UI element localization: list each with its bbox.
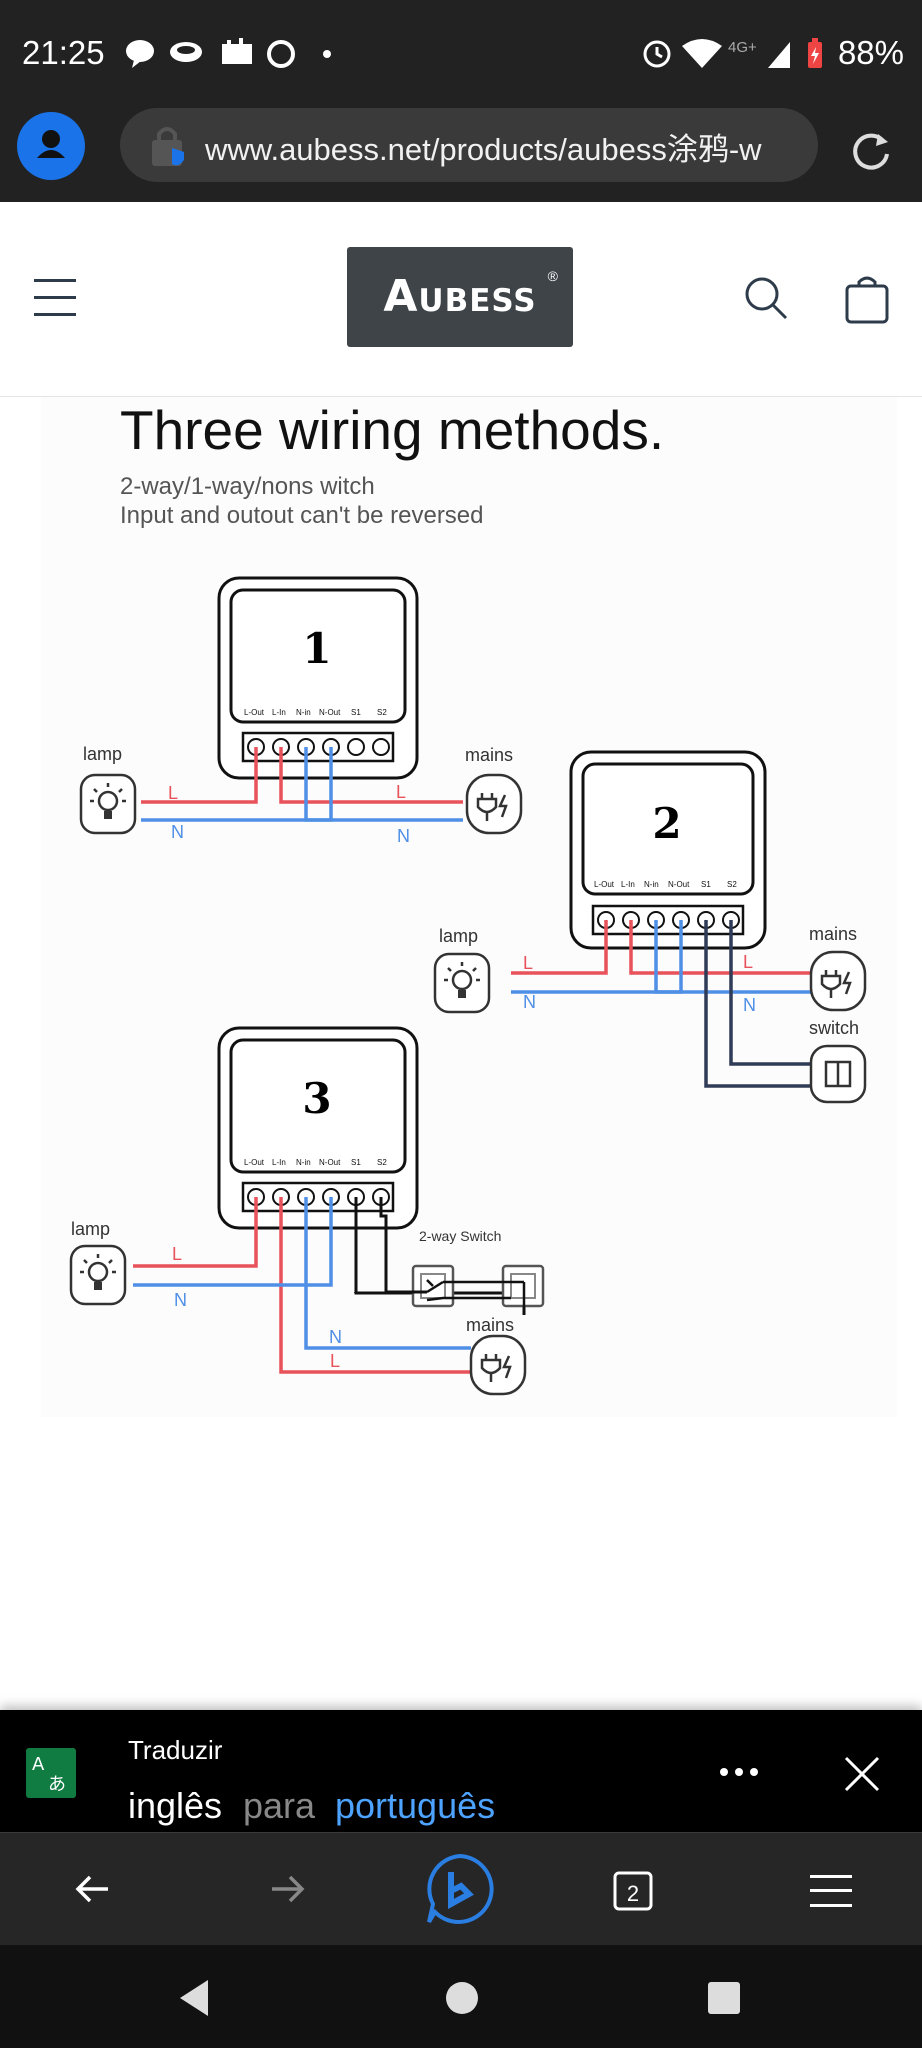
translate-title: Traduzir	[128, 1735, 223, 1765]
image-subtitle-2: Input and outout can't be reversed	[120, 502, 484, 529]
tab-count: 2	[627, 1881, 639, 1906]
nav-back-icon[interactable]	[176, 1978, 212, 2018]
switch-label: switch	[809, 1018, 859, 1038]
lamp-label: lamp	[439, 926, 478, 946]
terminal-label: N-in	[644, 880, 659, 889]
terminal-label: N-in	[296, 1158, 311, 1167]
two-way-switch-label: 2-way Switch	[419, 1228, 501, 1244]
terminal-label: L-Out	[244, 708, 265, 717]
mains-plug-icon	[465, 773, 523, 835]
terminal-label: S2	[727, 880, 737, 889]
tabs-icon[interactable]: 2	[612, 1870, 654, 1912]
lamp-icon	[433, 952, 491, 1014]
terminal-label: N-in	[296, 708, 311, 717]
target-language[interactable]: português	[335, 1785, 496, 1826]
wire-label: N	[743, 995, 756, 1015]
wire-label: L	[396, 782, 406, 802]
registered-mark-icon: ®	[547, 268, 558, 284]
terminal-label: L-In	[621, 880, 635, 889]
module-1: 1 L-Out L-In N-in N-Out S1 S2	[217, 576, 419, 780]
mains-label: mains	[809, 924, 857, 944]
terminal-label: N-Out	[319, 1158, 341, 1167]
more-options-icon[interactable]	[718, 1760, 760, 1784]
mains-label: mains	[466, 1315, 514, 1335]
module-3-number: 3	[302, 1074, 331, 1123]
wire-label: N	[329, 1327, 342, 1347]
wire-label: N	[171, 822, 184, 842]
lamp-icon	[79, 773, 137, 835]
image-title: Three wiring methods.	[120, 399, 665, 461]
terminal-label: S2	[377, 1158, 387, 1167]
close-icon[interactable]	[842, 1754, 882, 1794]
source-language[interactable]: inglês	[128, 1785, 223, 1826]
wire-label: L	[743, 952, 753, 972]
module-1-number: 1	[302, 624, 331, 673]
wire-label: N	[397, 826, 410, 846]
url-field[interactable]	[120, 108, 818, 182]
lamp-icon	[69, 1244, 127, 1306]
image-subtitle-1: 2-way/1-way/nons witch	[120, 473, 375, 500]
mains-plug-icon	[809, 950, 867, 1012]
url-text[interactable]: www.aubess.net/products/aubess涂鸦-w	[205, 132, 762, 167]
menu-icon[interactable]	[32, 275, 78, 319]
bing-chat-icon[interactable]	[423, 1852, 497, 1926]
terminal-label: S1	[351, 1158, 361, 1167]
module-3: 3 L-Out L-In N-in N-Out S1 S2	[217, 1026, 419, 1230]
wire-label: N	[523, 992, 536, 1012]
terminal-label: L-In	[272, 1158, 286, 1167]
battery-percent: 88%	[837, 34, 904, 71]
nav-home-icon[interactable]	[444, 1980, 480, 2016]
search-icon[interactable]	[742, 274, 790, 324]
terminal-label: S2	[377, 708, 387, 717]
svg-text:A: A	[32, 1754, 45, 1775]
shopping-bag-icon[interactable]	[842, 272, 892, 326]
forward-arrow-icon[interactable]	[268, 1872, 308, 1906]
translate-icon: A あ	[26, 1748, 76, 1798]
hamburger-menu-icon[interactable]	[808, 1873, 854, 1909]
terminal-label: S1	[701, 880, 711, 889]
wire-label: L	[330, 1351, 340, 1371]
module-2: 2 L-Out L-In N-in N-Out S1 S2	[569, 750, 767, 950]
module-2-number: 2	[652, 799, 681, 848]
wiring-1	[141, 747, 463, 822]
lamp-label: lamp	[83, 744, 122, 764]
site-info-lock-icon[interactable]	[150, 124, 192, 168]
mains-label: mains	[465, 745, 513, 765]
lamp-label: lamp	[71, 1219, 110, 1239]
terminal-label: L-Out	[594, 880, 615, 889]
notification-icons	[126, 38, 331, 68]
profile-avatar[interactable]	[17, 112, 85, 180]
translate-connector: para	[243, 1785, 316, 1826]
svg-text:あ: あ	[48, 1774, 66, 1795]
terminal-label: N-Out	[668, 880, 690, 889]
reload-icon[interactable]	[846, 126, 896, 176]
battery-icon	[808, 38, 822, 68]
system-icons: 4G+	[643, 39, 790, 68]
terminal-label: L-Out	[244, 1158, 265, 1167]
wire-label: L	[172, 1244, 182, 1264]
nav-recents-icon[interactable]	[706, 1980, 742, 2016]
wiring-2	[511, 920, 811, 1088]
site-logo[interactable]: Aubess ®	[347, 247, 573, 347]
back-arrow-icon[interactable]	[72, 1872, 112, 1906]
network-type: 4G+	[728, 39, 757, 56]
wire-label: N	[174, 1290, 187, 1310]
logo-text: Aubess	[383, 271, 537, 322]
status-bar: 21:25 4G+ 88%	[0, 0, 922, 104]
wire-label: L	[523, 953, 533, 973]
mains-plug-icon	[469, 1334, 527, 1396]
wire-label: L	[168, 783, 178, 803]
two-way-switches	[386, 1264, 545, 1315]
translate-bar	[0, 1710, 922, 1832]
terminal-label: L-In	[272, 708, 286, 717]
terminal-label: S1	[351, 708, 361, 717]
status-time: 21:25	[22, 34, 105, 71]
person-icon	[37, 130, 65, 158]
terminal-label: N-Out	[319, 708, 341, 717]
switch-icon	[809, 1044, 867, 1104]
